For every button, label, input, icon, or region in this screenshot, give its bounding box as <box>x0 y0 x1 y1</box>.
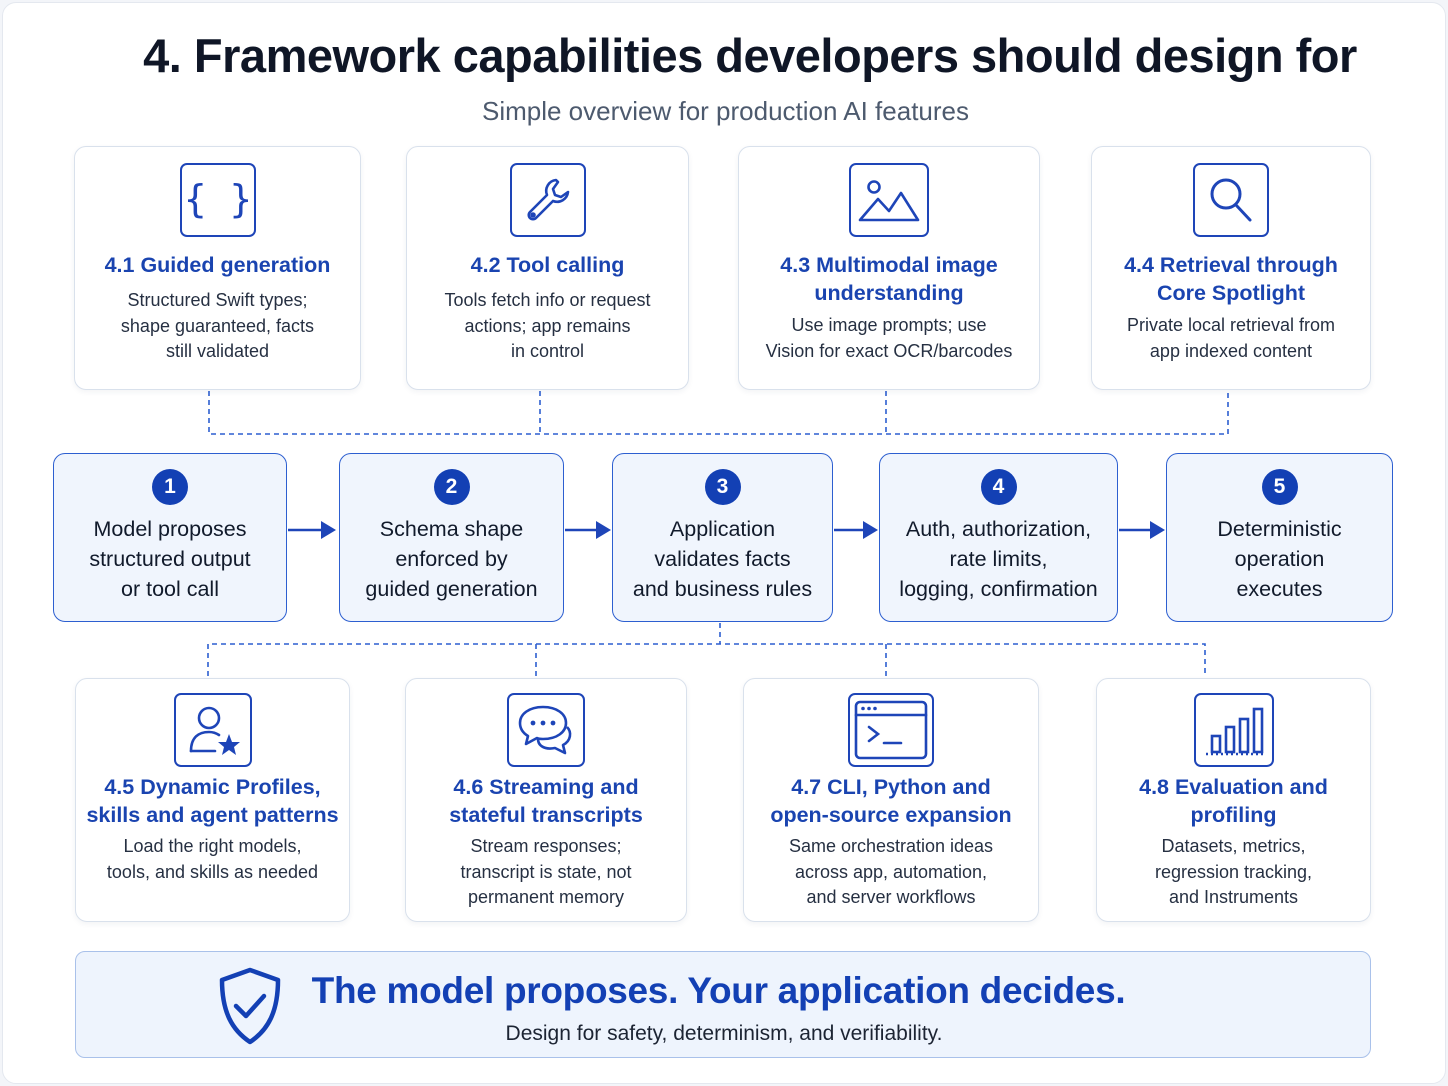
shield-check-icon <box>216 966 284 1051</box>
card-title: 4.2 Tool calling <box>470 253 625 277</box>
chat-bubbles-icon <box>507 693 585 767</box>
top-connector <box>208 391 1229 435</box>
page-title: 4. Framework capabilities developers sho… <box>143 29 1357 82</box>
card-tool-calling: 4.2 Tool calling Tools fetch info or req… <box>406 146 689 390</box>
step-number-badge: 2 <box>433 469 470 505</box>
svg-text:{ }: { } <box>188 177 248 221</box>
card-description: Load the right models,tools, and skills … <box>106 836 319 882</box>
terminal-icon <box>848 693 934 767</box>
step-number-badge: 3 <box>704 469 741 505</box>
summary-banner: The model proposes. Your application dec… <box>75 951 1371 1058</box>
step-text: Auth, authorization,rate limits,logging,… <box>899 517 1098 601</box>
user-star-icon <box>173 693 252 767</box>
step-4: 4 Auth, authorization,rate limits,loggin… <box>879 453 1118 622</box>
card-title: 4.5 Dynamic Profiles,skills and agent pa… <box>86 775 339 827</box>
card-dynamic-profiles: 4.5 Dynamic Profiles,skills and agent pa… <box>75 678 350 922</box>
page-subtitle: Simple overview for production AI featur… <box>481 96 970 126</box>
braces-icon: { } <box>179 163 256 237</box>
step-number-badge: 5 <box>1261 469 1298 505</box>
banner-title: The model proposes. Your application dec… <box>311 970 1126 1011</box>
bottom-connector <box>207 623 1206 676</box>
bar-chart-icon <box>1193 693 1274 767</box>
card-description: Structured Swift types;shape guaranteed,… <box>120 290 315 361</box>
card-description: Stream responses;transcript is state, no… <box>460 836 632 907</box>
step-number-badge: 1 <box>152 469 188 505</box>
card-guided-generation: { } 4.1 Guided generation Structured Swi… <box>74 146 361 390</box>
step-number-badge: 4 <box>980 469 1017 505</box>
banner-subtitle: Design for safety, determinism, and veri… <box>505 1022 943 1045</box>
search-icon <box>1193 163 1269 237</box>
flow-arrows <box>288 521 1165 539</box>
wrench-icon <box>509 163 586 237</box>
card-title: 4.1 Guided generation <box>104 253 331 277</box>
image-icon <box>849 163 929 237</box>
card-description: Datasets, metrics,regression tracking,an… <box>1154 836 1313 907</box>
